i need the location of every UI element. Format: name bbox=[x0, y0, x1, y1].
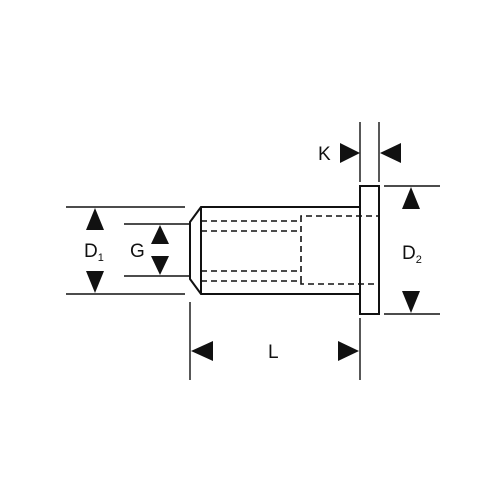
k-arrow-left bbox=[380, 143, 401, 163]
hidden-lines bbox=[201, 215, 379, 285]
dimension-g: G bbox=[130, 225, 169, 275]
dimension-d2: D2 bbox=[402, 187, 422, 313]
l-arrow-left bbox=[191, 341, 213, 361]
d1-arrow-down bbox=[86, 271, 104, 293]
d1-label: D1 bbox=[84, 241, 104, 264]
flange-head bbox=[359, 185, 380, 315]
dimension-d1: D1 bbox=[84, 208, 104, 293]
k-arrow-right bbox=[340, 143, 360, 163]
d2-label: D2 bbox=[402, 243, 422, 266]
part-outline bbox=[189, 185, 380, 315]
g-label: G bbox=[130, 241, 145, 262]
extension-lines bbox=[66, 122, 440, 380]
d1-arrow-up bbox=[86, 208, 104, 230]
d2-arrow-down bbox=[402, 291, 420, 313]
g-arrow-up bbox=[151, 225, 169, 244]
dimension-k: K bbox=[318, 143, 401, 165]
k-label: K bbox=[318, 144, 331, 165]
l-label: L bbox=[268, 342, 279, 363]
l-arrow-right bbox=[338, 341, 359, 361]
shank-outline bbox=[189, 206, 360, 295]
counterbore-outline bbox=[300, 215, 379, 285]
d2-arrow-up bbox=[402, 187, 420, 209]
dimension-l: L bbox=[191, 341, 359, 363]
g-arrow-down bbox=[151, 256, 169, 275]
